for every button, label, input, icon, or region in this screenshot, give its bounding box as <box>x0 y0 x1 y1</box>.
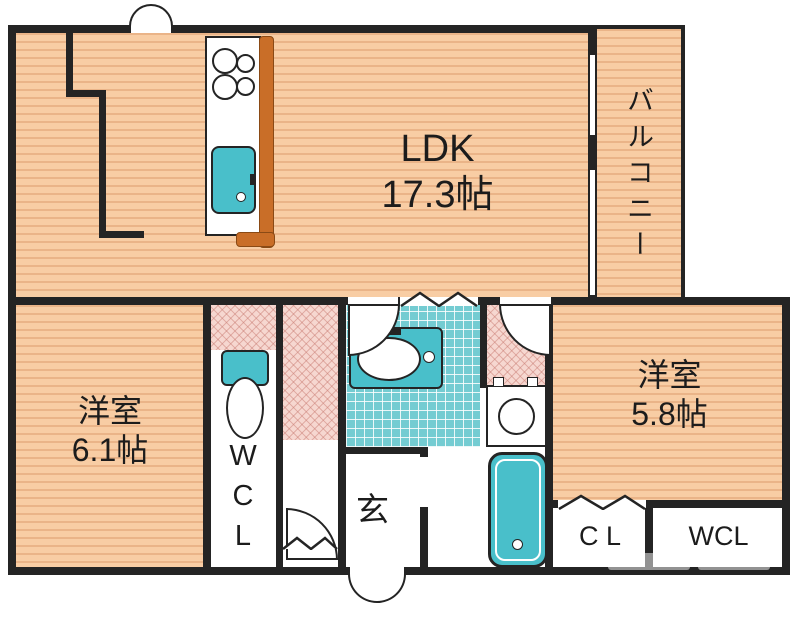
walk-in-closet-label: WCL <box>688 521 749 551</box>
folding-door-zigzag-icon <box>558 494 646 510</box>
washbasin-faucet-icon <box>389 327 401 335</box>
wall-v2 <box>276 297 283 575</box>
balcony-label: バルコニー <box>623 86 653 266</box>
door-opening <box>400 297 478 305</box>
door-opening <box>420 457 428 507</box>
kitchen-sink-icon <box>211 146 256 214</box>
washbasin-icon <box>349 327 443 389</box>
watermark <box>608 553 690 570</box>
balcony-floor <box>597 29 681 297</box>
bedroom-west-floor <box>16 305 203 567</box>
sink-faucet-icon <box>250 174 256 185</box>
wall-v5 <box>545 297 553 575</box>
hall-strip-hatch <box>283 305 338 440</box>
door-opening <box>558 500 646 508</box>
bedroom-west-name: 洋室 <box>77 393 142 429</box>
wall-step <box>66 33 73 97</box>
door-opening <box>348 297 398 305</box>
entrance-label: 玄 <box>356 491 389 528</box>
bathtub-icon <box>488 452 548 568</box>
wall-ldk-balcony <box>588 25 597 305</box>
wall-v1 <box>203 297 211 575</box>
washbasin-knob-icon <box>423 351 435 363</box>
bedroom-east-name: 洋室 <box>637 357 702 393</box>
bedroom-east-area: 5.8帖 <box>631 396 708 433</box>
wall-right <box>782 297 790 575</box>
wall-v3 <box>338 297 346 575</box>
door-opening <box>350 567 404 575</box>
window <box>588 170 597 295</box>
bedroom-west-label: 洋室 6.1帖 <box>30 392 190 470</box>
ldk-area: 17.3帖 <box>381 174 494 217</box>
wall-step <box>99 90 106 238</box>
sink-drain-icon <box>236 192 246 202</box>
folding-door-zigzag-icon <box>282 536 338 550</box>
ldk-floor <box>16 33 588 297</box>
balcony-rail-top <box>597 25 685 29</box>
folding-door-zigzag-icon <box>400 291 478 307</box>
toilet-hall-hatch <box>211 305 276 350</box>
toilet-label: WCL <box>227 440 259 560</box>
washing-machine-icon <box>486 385 548 447</box>
entrance-floor <box>346 454 420 567</box>
wall-closet-top <box>545 500 790 508</box>
door-opening <box>131 25 171 33</box>
closet-label: C L <box>578 521 622 551</box>
watermark <box>698 553 770 570</box>
bedroom-east-floor <box>553 305 782 500</box>
door-arc-icon <box>129 4 173 26</box>
bathtub-drain-icon <box>512 539 523 550</box>
bedroom-west-area: 6.1帖 <box>71 432 149 469</box>
wall-v6 <box>645 508 653 567</box>
stove-burner-icon <box>236 54 255 73</box>
balcony-rail-right <box>681 25 685 305</box>
stove-burner-icon <box>212 48 238 74</box>
washing-machine-drum-icon <box>498 398 535 435</box>
wall-v4 <box>480 305 487 388</box>
entrance-door-arc-icon <box>348 574 406 603</box>
stove-burner-icon <box>212 74 238 100</box>
window <box>588 55 597 135</box>
wall-bath <box>420 447 428 567</box>
door-opening <box>500 297 551 305</box>
kitchen-counter-edge <box>259 36 274 248</box>
wall-top <box>8 25 597 33</box>
ldk-name: LDK <box>400 128 475 170</box>
wall-entrance-top <box>338 447 428 454</box>
bedroom-east-label: 洋室 5.8帖 <box>592 356 747 434</box>
ldk-label: LDK 17.3帖 <box>345 126 530 219</box>
stove-burner-icon <box>236 77 255 96</box>
wall-mid-horizontal <box>8 297 790 305</box>
tap-icon <box>493 377 504 387</box>
toilet-bowl-icon <box>226 377 264 439</box>
bathtub-rim-icon <box>495 459 541 561</box>
wall-step <box>99 231 144 238</box>
kitchen-counter-edge <box>236 232 275 247</box>
tap-icon <box>527 377 538 387</box>
wall-step <box>66 90 106 97</box>
